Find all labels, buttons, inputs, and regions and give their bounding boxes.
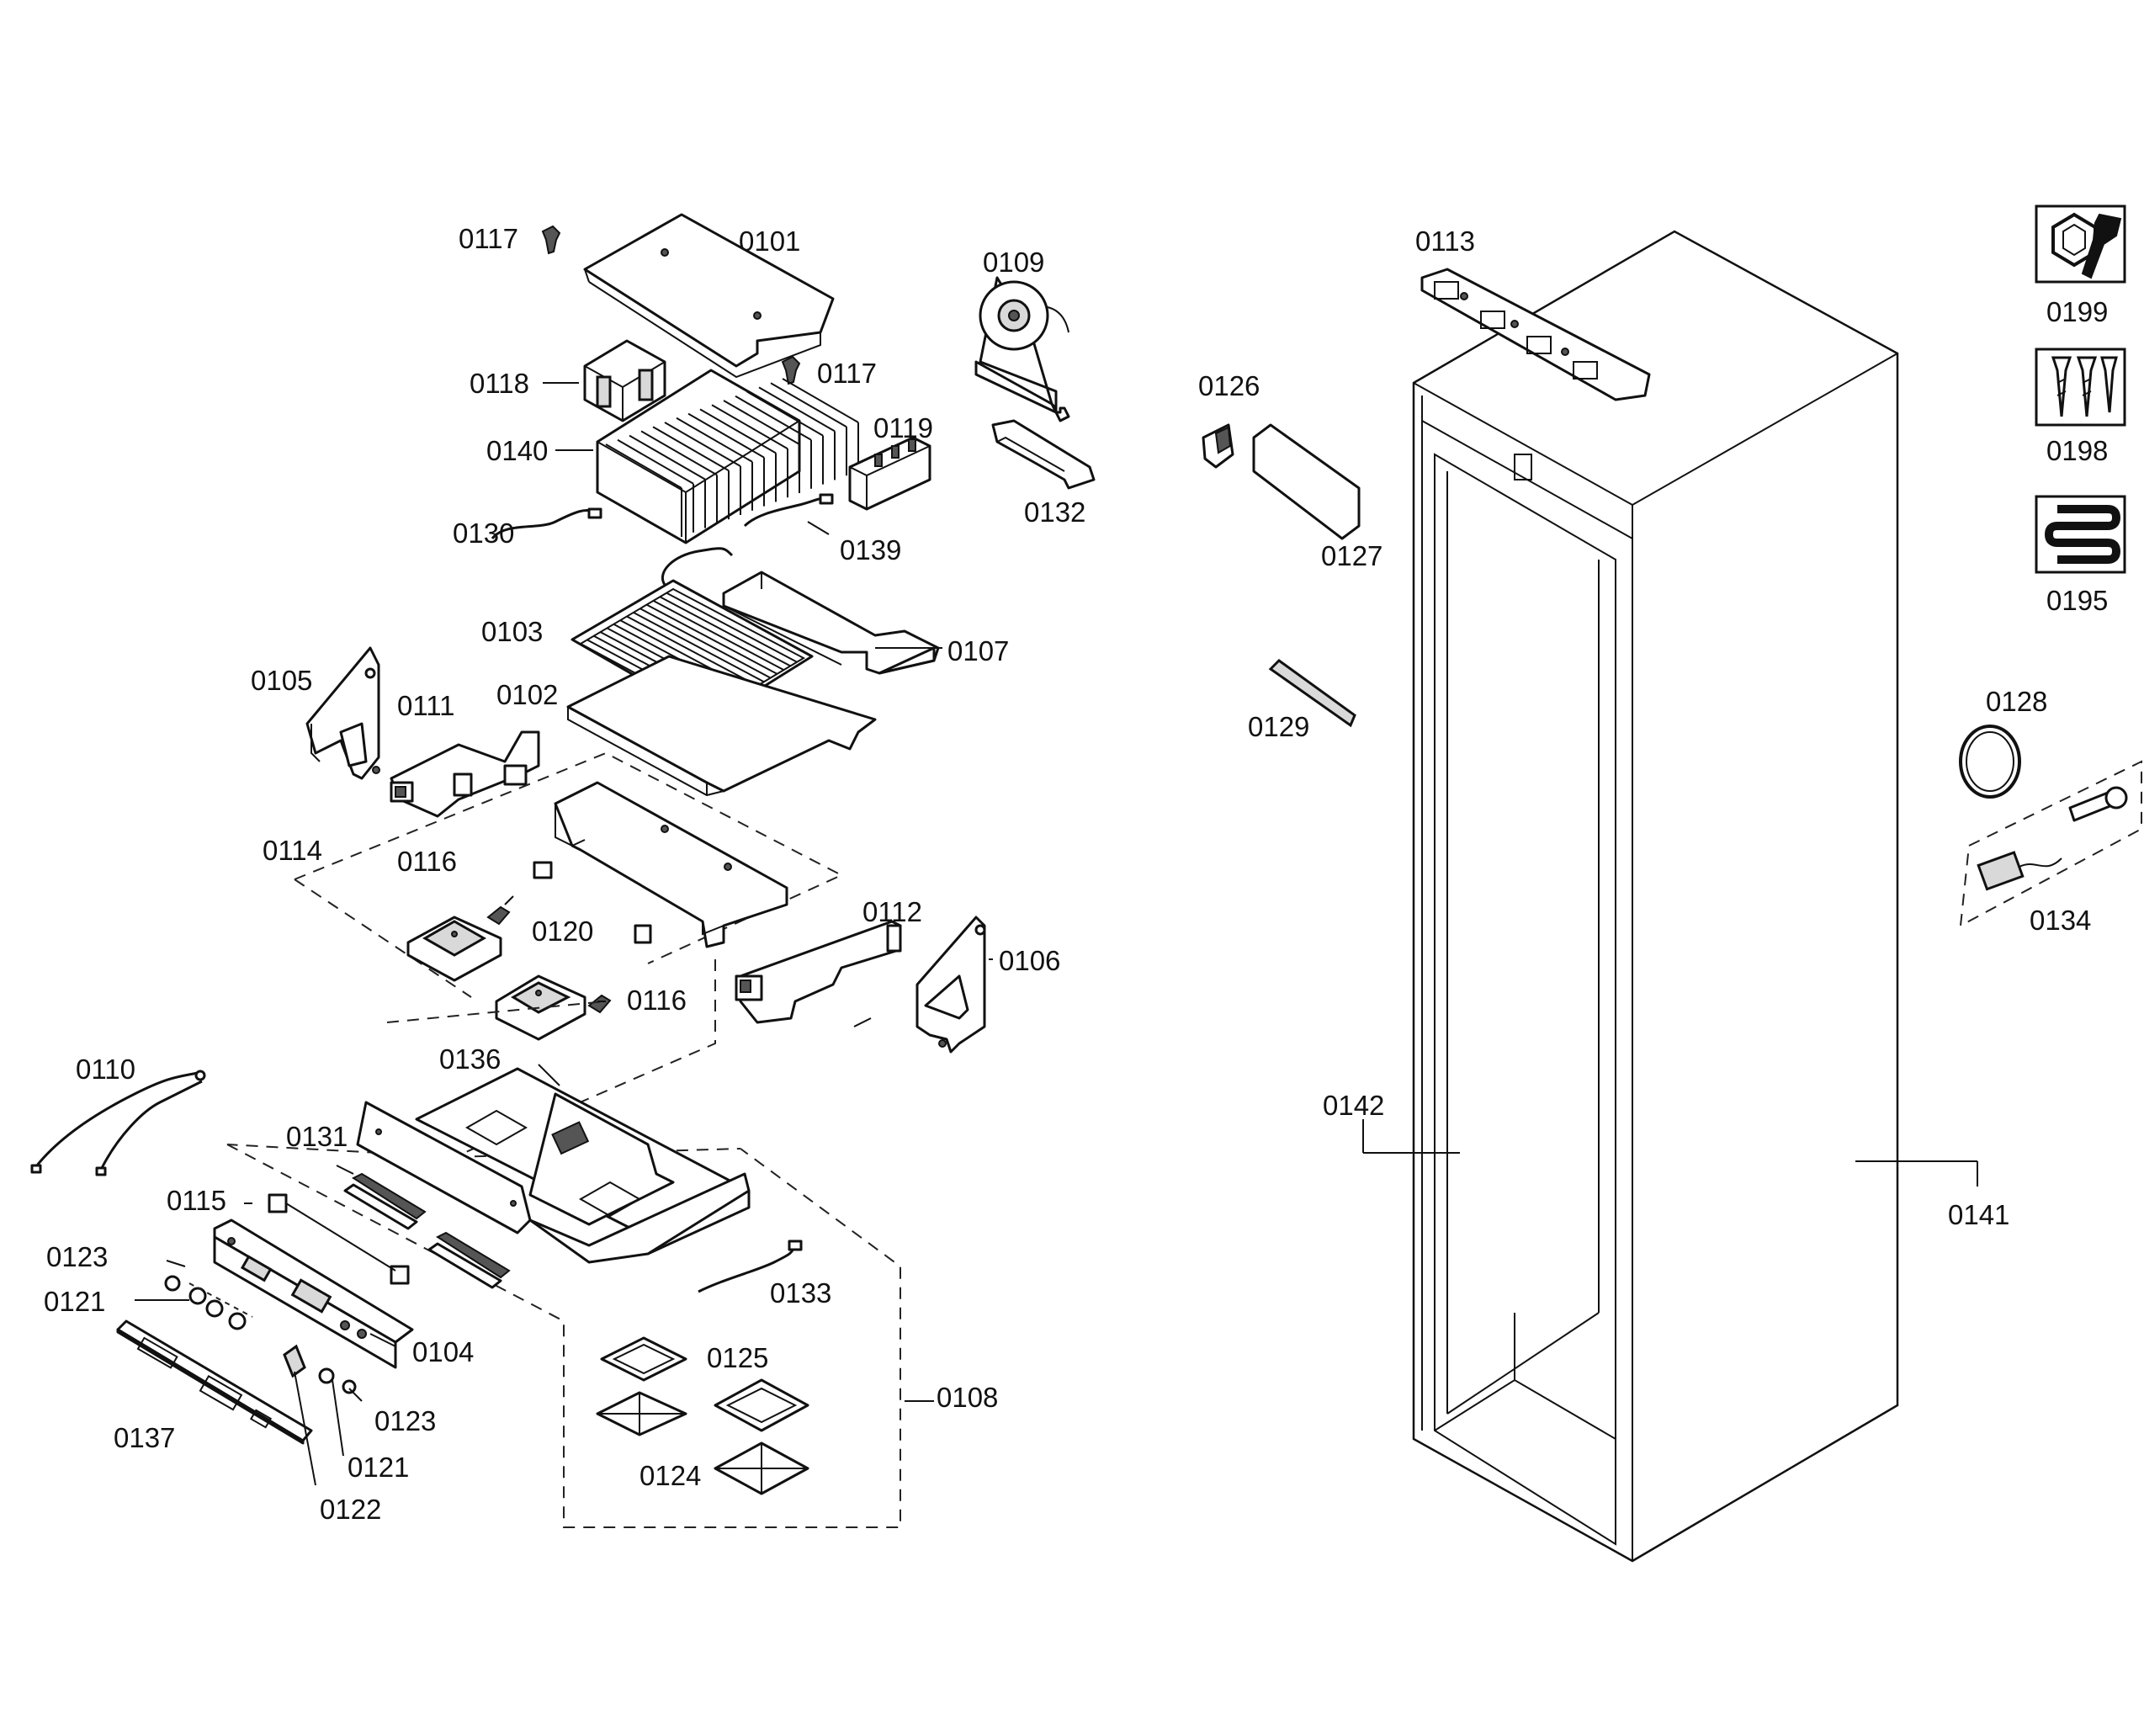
part-0109-fan-assembly[interactable] (974, 276, 1070, 422)
wrench-nut-icon (2035, 204, 2126, 284)
label-0105: 0105 (251, 665, 312, 696)
part-0115-knob[interactable] (268, 1193, 410, 1285)
label-0117: 0117 (459, 223, 518, 254)
heating-coil-icon (2035, 495, 2126, 574)
label-0123: 0123 (46, 1241, 108, 1272)
label-0137: 0137 (114, 1422, 175, 1453)
part-0105-hinge-bracket[interactable] (305, 646, 380, 780)
part-0124-pad-2[interactable] (714, 1441, 809, 1495)
label-0130: 0130 (453, 518, 514, 549)
label-0129: 0129 (1248, 711, 1309, 742)
cabinet-body[interactable] (1412, 230, 1899, 1563)
part-0121-button-2[interactable] (318, 1367, 335, 1384)
label-0119: 0119 (873, 412, 933, 443)
part-labels: 0117 0101 0109 0113 0199 0118 0117 0126 … (44, 223, 2108, 1525)
label-0117b: 0117 (817, 358, 877, 389)
part-0114-channel[interactable] (554, 781, 788, 948)
part-0113-top-bracket[interactable] (1420, 268, 1651, 401)
label-0123b: 0123 (374, 1405, 436, 1436)
part-0127-cover-panel[interactable] (1252, 423, 1361, 540)
part-0104-control-board[interactable] (213, 1218, 414, 1369)
label-0198: 0198 (2046, 435, 2108, 466)
part-0118-bracket-block[interactable] (583, 339, 666, 422)
label-0112: 0112 (862, 896, 922, 927)
part-0119-heater-block[interactable] (848, 436, 931, 511)
label-0114: 0114 (263, 835, 322, 866)
part-0120-lamp-2[interactable] (587, 994, 612, 1014)
label-0116b: 0116 (627, 985, 687, 1016)
part-0120-lamp[interactable] (486, 895, 514, 926)
label-0122: 0122 (320, 1494, 381, 1525)
part-0102-drip-tray[interactable] (566, 655, 877, 797)
label-0116: 0116 (397, 846, 457, 877)
label-0104: 0104 (412, 1336, 474, 1367)
part-0116-knob-2[interactable] (634, 924, 652, 944)
part-0125-pad-2[interactable] (714, 1378, 809, 1432)
label-0106: 0106 (999, 945, 1060, 976)
label-0126: 0126 (1198, 370, 1260, 401)
part-0137-control-panel-cover[interactable] (116, 1319, 313, 1445)
leader-lines (135, 382, 1978, 1486)
label-0125: 0125 (707, 1342, 768, 1373)
label-0132: 0132 (1024, 496, 1085, 528)
label-0140: 0140 (486, 435, 548, 466)
label-0115: 0115 (167, 1185, 226, 1216)
label-0102: 0102 (496, 679, 558, 710)
part-0140-evaporator-coil[interactable] (596, 369, 859, 544)
part-0112-control-bracket[interactable] (735, 920, 902, 1024)
part-0126-switch[interactable] (1202, 423, 1234, 469)
part-0117-screw-2[interactable] (781, 355, 801, 385)
label-0121: 0121 (44, 1286, 105, 1317)
label-0142: 0142 (1323, 1090, 1384, 1121)
label-0111: 0111 (397, 690, 455, 721)
label-0120: 0120 (532, 916, 593, 947)
label-0134: 0134 (2030, 905, 2091, 936)
part-0131-strip[interactable] (343, 1172, 511, 1289)
part-0129-strip[interactable] (1268, 659, 1356, 728)
label-0133: 0133 (770, 1277, 831, 1309)
label-0109: 0109 (983, 247, 1044, 278)
label-0101: 0101 (739, 226, 800, 257)
screws-icon (2035, 348, 2126, 427)
label-0127: 0127 (1321, 540, 1382, 571)
label-0195: 0195 (2046, 585, 2108, 616)
label-0139: 0139 (840, 534, 901, 565)
label-0136: 0136 (439, 1043, 501, 1075)
label-0124: 0124 (639, 1460, 701, 1491)
part-0122-switch[interactable] (283, 1344, 306, 1378)
label-0118: 0118 (470, 368, 529, 399)
part-0123-button-2[interactable] (342, 1379, 357, 1394)
part-0133-sensor-wire[interactable] (698, 1240, 803, 1293)
part-0130-sensor-wire[interactable] (491, 507, 602, 540)
label-0110: 0110 (76, 1054, 135, 1085)
part-0101-cover[interactable] (583, 213, 835, 379)
label-0108: 0108 (937, 1382, 998, 1413)
label-0103: 0103 (481, 616, 543, 647)
label-0199: 0199 (2046, 296, 2108, 327)
label-0141: 0141 (1948, 1199, 2009, 1230)
part-0116-housing-2[interactable] (495, 974, 586, 1041)
part-0134-lamp-assembly[interactable] (1959, 760, 2142, 927)
part-0124-pad[interactable] (596, 1391, 687, 1436)
part-0128-ring[interactable] (1959, 725, 2021, 799)
label-0131: 0131 (286, 1121, 348, 1152)
part-0136-control-tray[interactable] (356, 1067, 751, 1264)
part-0121-buttons[interactable] (188, 1282, 253, 1330)
part-0116-housing[interactable] (406, 916, 502, 982)
label-0128: 0128 (1986, 686, 2047, 717)
part-0106-hinge-bracket[interactable] (915, 916, 986, 1054)
label-0121b: 0121 (348, 1452, 409, 1483)
part-0116-knob[interactable] (533, 861, 553, 879)
part-0139-sensor-wire[interactable] (743, 493, 834, 528)
label-0107: 0107 (947, 635, 1009, 666)
part-0123-button[interactable] (164, 1275, 181, 1292)
part-0117-screw[interactable] (541, 225, 561, 255)
part-0125-pad[interactable] (600, 1336, 687, 1382)
part-0111-control-bracket[interactable] (390, 730, 540, 818)
part-0110-wire-harness[interactable] (30, 1070, 206, 1176)
label-0113: 0113 (1415, 226, 1475, 257)
part-0132-bracket[interactable] (991, 419, 1096, 490)
